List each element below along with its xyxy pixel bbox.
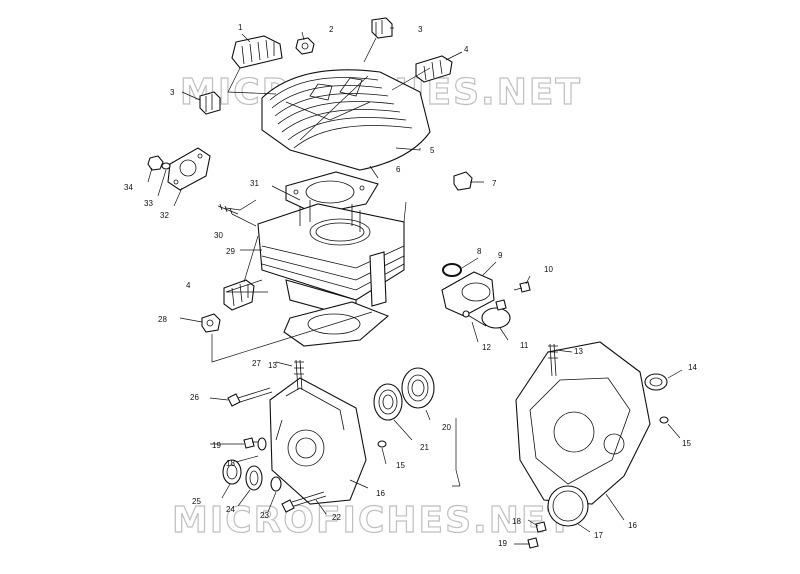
nut-34: [147, 155, 164, 171]
callout-21: 21: [420, 443, 429, 452]
clip-1: [231, 35, 283, 69]
stud-13-left: [294, 359, 304, 391]
callout-6: 6: [396, 165, 401, 174]
callout-31: 31: [250, 179, 259, 188]
callout-22: 22: [332, 513, 341, 522]
callout-13: 13: [574, 347, 583, 356]
callout-4: 4: [186, 281, 191, 290]
callout-19: 19: [212, 441, 221, 450]
callout-17: 17: [594, 531, 603, 540]
callout-10: 10: [544, 265, 553, 274]
callout-33: 33: [144, 199, 153, 208]
callout-28: 28: [158, 315, 167, 324]
callout-3: 3: [170, 88, 175, 97]
callout-16: 16: [376, 489, 385, 498]
callout-20: 20: [442, 423, 451, 432]
rubber-block-3-top: [371, 17, 393, 39]
callout-15: 15: [682, 439, 691, 448]
callout-1: 1: [238, 23, 243, 32]
washer-33: [161, 162, 171, 170]
callout-14: 14: [688, 363, 697, 372]
callout-24: 24: [226, 505, 235, 514]
screw-12: [462, 310, 487, 327]
callout-labels: 1 2 3 3 4 4 5 6 7 8 9 10 11 12 13 13 14 …: [124, 23, 697, 548]
washer-18-left: [257, 437, 267, 451]
callout-34: 34: [124, 183, 133, 192]
seal-25: [222, 459, 242, 485]
rubber-block-3-left: [199, 91, 221, 115]
callout-18: 18: [512, 517, 521, 526]
bearing-21: [373, 383, 403, 421]
watermark-bottom: MICROFICHES.NET: [172, 500, 574, 541]
callout-12: 12: [482, 343, 491, 352]
callout-4: 4: [464, 45, 469, 54]
callout-7: 7: [492, 179, 497, 188]
callout-29: 29: [226, 247, 235, 256]
intake-manifold-9: [441, 271, 495, 317]
callout-18: 18: [226, 459, 235, 468]
callout-19: 19: [498, 539, 507, 548]
callout-30: 30: [214, 231, 223, 240]
callout-8: 8: [477, 247, 482, 256]
callout-23: 23: [260, 511, 269, 520]
callout-32: 32: [160, 211, 169, 220]
crankcase-right-16: [515, 341, 651, 505]
callout-16: 16: [628, 521, 637, 530]
bolt-19-left: [243, 437, 262, 449]
cylinder-29: [257, 200, 405, 319]
screw-19-right: [527, 537, 539, 549]
seal-23: [270, 476, 282, 492]
gasket-17: [547, 485, 589, 527]
stud-13-right: [548, 343, 558, 377]
callout-25: 25: [192, 497, 201, 506]
nut-28: [201, 313, 221, 333]
callout-9: 9: [498, 251, 503, 260]
callout-11: 11: [520, 341, 529, 350]
seal-14: [644, 373, 668, 391]
cylinder-head: [261, 69, 431, 171]
nut-2: [295, 37, 315, 55]
leader-lines: [147, 27, 683, 545]
callout-5: 5: [430, 146, 435, 155]
stud-30: [217, 203, 239, 215]
bearing-20: [401, 367, 435, 409]
base-gasket-27: [283, 301, 390, 347]
washer-18-right: [535, 521, 547, 533]
callout-15: 15: [396, 461, 405, 470]
clamp-11: [481, 299, 511, 329]
callout-2: 2: [329, 25, 334, 34]
crankcase-left-16: [269, 377, 367, 505]
exhaust-flange-32: [167, 147, 211, 191]
bolt-10: [513, 281, 531, 293]
head-gasket-6: [285, 171, 379, 215]
pin-15-left: [377, 440, 387, 448]
seal-24: [245, 465, 263, 491]
callout-26: 26: [190, 393, 199, 402]
bolt-26: [227, 387, 273, 407]
rubber-block-4-left: [223, 279, 255, 311]
o-ring-8: [442, 263, 462, 277]
callout-27: 27: [252, 359, 261, 368]
callout-13: 13: [268, 361, 277, 370]
callout-3: 3: [418, 25, 423, 34]
sensor-7: [453, 171, 473, 191]
pin-15-right: [659, 416, 669, 424]
bolt-22: [281, 491, 327, 513]
